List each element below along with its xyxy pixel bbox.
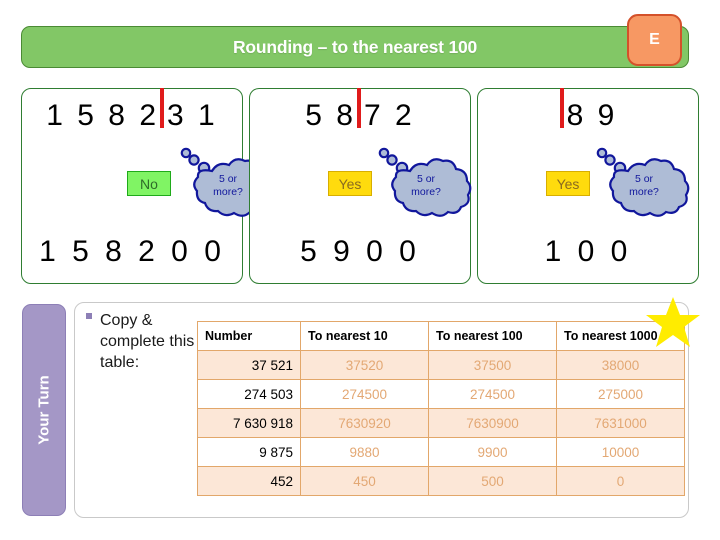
column-header-number: Number [197,321,301,351]
cell-nearest-10: 37520 [300,350,429,380]
example-answer: 1 0 0 [544,235,632,268]
your-turn-label: Your Turn [35,375,53,445]
verdict-badge: Yes [546,171,590,196]
number-right-part: 8 9 [566,99,618,132]
number-right-part: 7 2 [364,99,415,132]
cell-nearest-10: 450 [300,466,429,496]
cell-nearest-100: 274500 [428,379,557,409]
place-value-divider-icon [559,88,564,128]
example-answer: 5 9 0 0 [300,235,420,268]
table-row: 452 450 500 0 [197,466,685,496]
cell-nearest-100: 37500 [428,350,557,380]
example-answer: 1 5 8 2 0 0 [39,235,225,268]
cell-nearest-1000: 10000 [556,437,685,467]
cell-number: 452 [197,466,301,496]
task-instruction: Copy & complete this table: [86,310,196,373]
cell-nearest-100: 7630900 [428,408,557,438]
slide-title-bar: Rounding – to the nearest 100 [21,26,689,68]
cell-number: 37 521 [197,350,301,380]
thought-bubble-icon: 5 or more? [596,147,692,222]
place-value-divider-icon [357,88,361,128]
cell-nearest-10: 7630920 [300,408,429,438]
cell-nearest-10: 9880 [300,437,429,467]
section-badge-label: E [649,31,660,48]
example-number: 8 9 [478,88,698,135]
column-header-nearest-100: To nearest 100 [428,321,557,351]
section-badge-e: E [627,14,682,66]
rounding-table: Number To nearest 10 To nearest 100 To n… [197,321,685,496]
number-right-part: 3 1 [167,99,218,132]
page-title: Rounding – to the nearest 100 [232,36,478,57]
cell-nearest-100: 9900 [428,437,557,467]
your-turn-tab: Your Turn [22,304,66,516]
example-card: 8 9 Yes 5 or more? 1 0 0 [477,88,699,284]
verdict-label: No [140,175,158,192]
cell-nearest-1000: 7631000 [556,408,685,438]
number-left-part: 5 8 [305,99,356,132]
task-instruction-text: Copy & complete this table: [100,312,195,371]
table-row: 274 503 274500 274500 275000 [197,379,685,409]
verdict-label: Yes [338,175,362,192]
cell-nearest-1000: 275000 [556,379,685,409]
verdict-badge: Yes [328,171,372,196]
verdict-label: Yes [556,175,580,192]
cell-number: 9 875 [197,437,301,467]
cell-nearest-1000: 38000 [556,350,685,380]
table-row: 37 521 37520 37500 38000 [197,350,685,380]
cell-nearest-10: 274500 [300,379,429,409]
thought-bubble-icon: 5 or more? [378,147,474,222]
cell-nearest-100: 500 [428,466,557,496]
column-header-nearest-10: To nearest 10 [300,321,429,351]
cell-nearest-1000: 0 [556,466,685,496]
table-row: 9 875 9880 9900 10000 [197,437,685,467]
number-left-part: 1 5 8 2 [46,99,160,132]
table-header-row: Number To nearest 10 To nearest 100 To n… [197,321,685,351]
verdict-badge: No [127,171,171,196]
place-value-divider-icon [160,88,165,128]
star-icon [645,296,701,350]
cell-number: 274 503 [197,379,301,409]
bullet-square-icon [86,313,92,319]
table-row: 7 630 918 7630920 7630900 7631000 [197,408,685,438]
cell-number: 7 630 918 [197,408,301,438]
